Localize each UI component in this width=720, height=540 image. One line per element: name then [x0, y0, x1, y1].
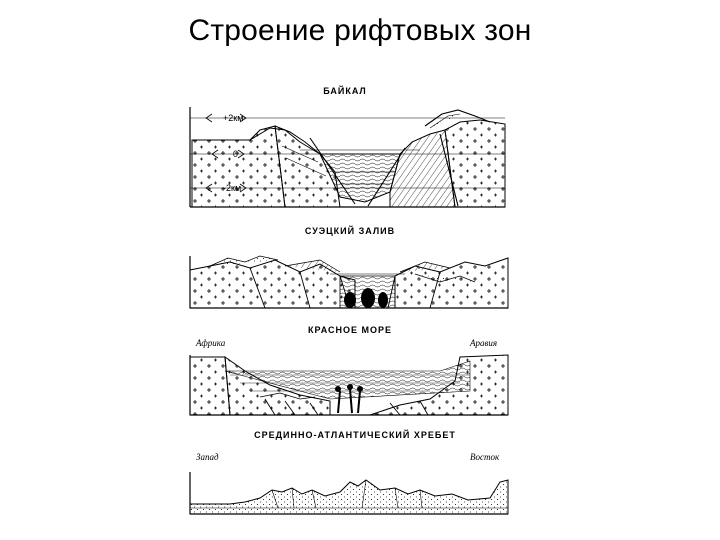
red-sea-section-diagram	[189, 354, 509, 416]
scale-label-zero: 0	[233, 149, 239, 159]
scale-label-minus2: -2км	[223, 183, 242, 193]
mid-atlantic-caption: СРЕДИННО-АТЛАНТИЧЕСКИЙ ХРЕБЕТ	[254, 430, 456, 440]
slide-title: Строение рифтовых зон	[188, 14, 532, 47]
mid-atlantic-section-diagram	[189, 472, 509, 515]
suez-caption: СУЭЦКИЙ ЗАЛИВ	[304, 226, 396, 236]
red-sea-caption: КРАСНОЕ МОРЕ	[308, 325, 392, 335]
label-west: Запад	[196, 452, 219, 462]
baikal-section-diagram	[189, 107, 506, 208]
baikal-caption: БАЙКАЛ	[323, 86, 367, 96]
scale-label-plus2: +2км	[223, 113, 244, 123]
label-arabia: Аравия	[470, 338, 498, 348]
label-africa: Африка	[196, 338, 226, 348]
suez-section-diagram	[189, 255, 509, 309]
label-east: Восток	[470, 452, 500, 462]
